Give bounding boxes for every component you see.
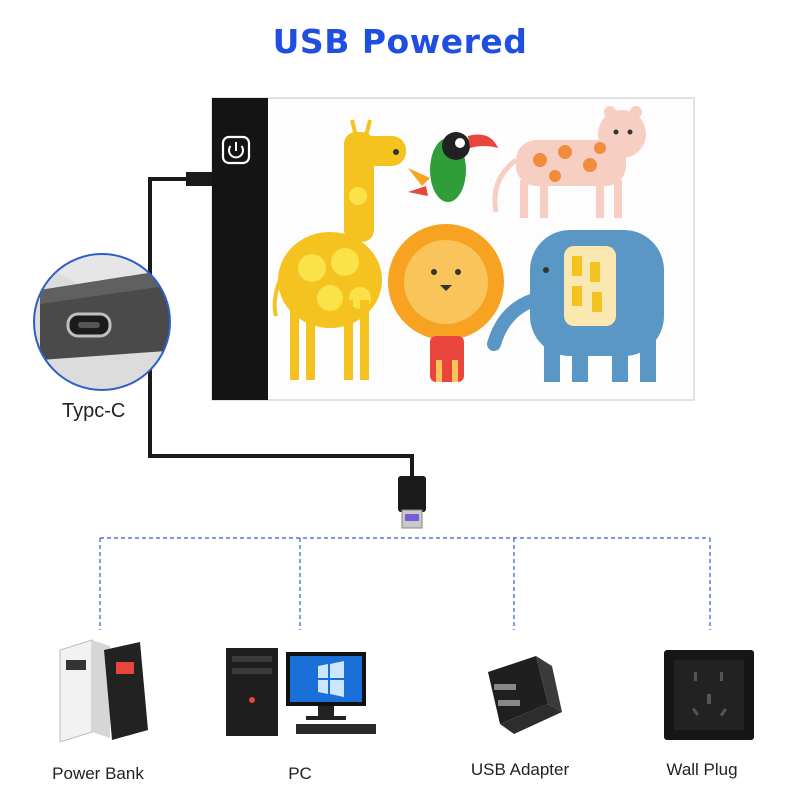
giraffe-icon xyxy=(272,119,406,380)
usb-adapter-label: USB Adapter xyxy=(470,760,570,779)
usb-cable xyxy=(148,172,426,529)
power-bank-icon xyxy=(59,639,148,743)
type-c-label: Typc-C xyxy=(62,400,126,422)
wall-plug-icon xyxy=(664,650,754,740)
connector-lines xyxy=(99,537,711,630)
power-bank-label: Power Bank xyxy=(52,764,144,783)
desktop-pc-icon xyxy=(226,648,376,736)
lion-icon xyxy=(388,224,504,382)
leopard-icon xyxy=(492,106,646,218)
usb-adapter-icon xyxy=(488,656,562,734)
page-title: USB Powered xyxy=(272,22,528,61)
animal-artwork xyxy=(272,106,664,382)
elephant-icon xyxy=(487,230,664,382)
pc-label: PC xyxy=(288,764,312,783)
toucan-icon xyxy=(408,132,498,202)
type-c-port-zoom xyxy=(33,253,171,391)
power-button-icon[interactable] xyxy=(221,135,251,165)
wall-plug-label: Wall Plug xyxy=(666,760,738,779)
